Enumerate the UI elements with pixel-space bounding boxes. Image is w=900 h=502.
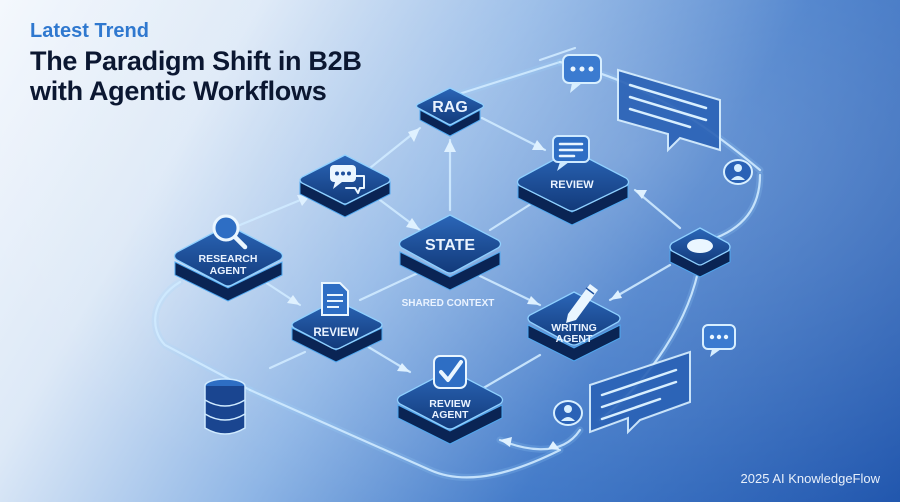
node-rag-label: RAG [432, 99, 468, 116]
node-writing-label-1: WRITING [551, 322, 597, 334]
node-review-agent-label-1: REVIEW [429, 398, 471, 410]
shared-context-label: SHARED CONTEXT [402, 298, 495, 309]
node-research-label-1: RESEARCH [199, 253, 258, 265]
message-panel-icon [617, 68, 721, 153]
chat-bubble-icon [702, 324, 736, 357]
title-block: Latest Trend The Paradigm Shift in B2B w… [30, 20, 362, 106]
headline-line-2: with Agentic Workflows [30, 76, 327, 106]
node-writing-label-2: AGENT [556, 333, 593, 345]
node-review-top: REVIEW [516, 135, 630, 226]
node-review-left-label: REVIEW [313, 327, 359, 339]
node-review-top-label: REVIEW [550, 179, 594, 191]
database-icon [204, 378, 246, 435]
chat-bubble-icon [562, 54, 602, 93]
kicker-text: Latest Trend [30, 20, 149, 42]
toggle-node-icon [669, 227, 731, 278]
message-panel-icon [589, 350, 691, 435]
node-state-label: STATE [425, 237, 475, 254]
node-review-agent-label-2: AGENT [432, 409, 469, 421]
headline-line-1: The Paradigm Shift in B2B [30, 46, 362, 76]
node-rag: RAG [415, 87, 485, 137]
chat-bubbles-icon [330, 165, 365, 194]
message-icon [552, 135, 590, 171]
user-node-icon [723, 159, 753, 185]
node-writing-agent: WRITING AGENT [527, 284, 621, 362]
node-state: STATE [398, 214, 502, 291]
node-chat [299, 154, 391, 218]
node-research-agent: RESEARCH AGENT [173, 214, 284, 302]
user-node-icon [553, 400, 583, 426]
magnifier-icon [212, 214, 248, 250]
pen-icon [566, 284, 598, 323]
node-review-agent: REVIEW AGENT [396, 355, 504, 445]
footer-credit: 2025 AI KnowledgeFlow [740, 471, 880, 486]
node-research-label-2: AGENT [210, 265, 247, 277]
document-icon [321, 282, 349, 316]
arrowheads [287, 128, 647, 450]
node-review-left: REVIEW [291, 282, 383, 363]
checkmark-icon [433, 355, 467, 389]
